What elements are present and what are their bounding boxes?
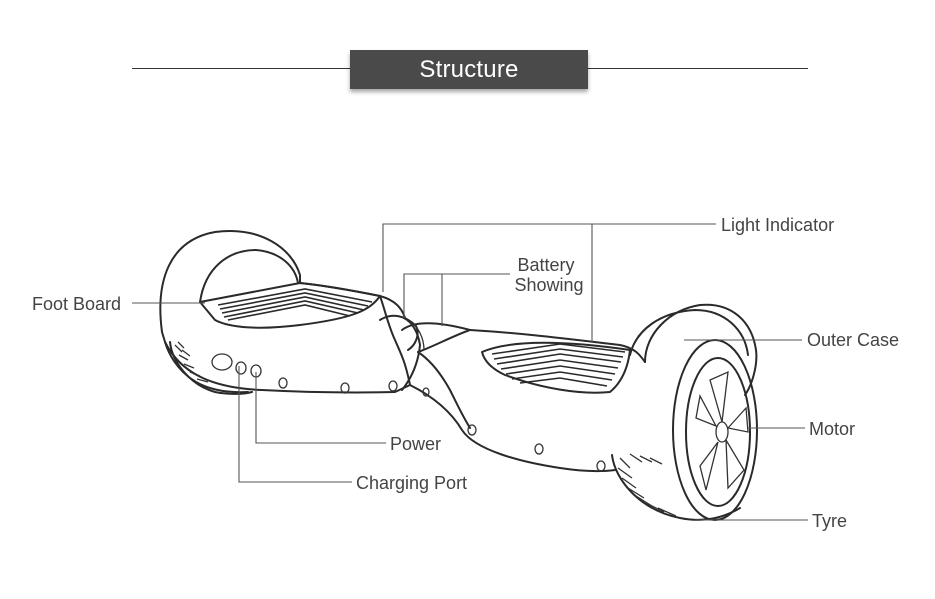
- right-wheel: [611, 339, 758, 521]
- right-body: [409, 303, 758, 473]
- left-holes: [211, 353, 398, 394]
- label-tyre: Tyre: [812, 511, 847, 531]
- leader-lines: [132, 223, 808, 521]
- right-holes: [422, 387, 606, 472]
- right-foot-board: [481, 341, 631, 394]
- label-power: Power: [390, 434, 441, 454]
- center-joint: [379, 295, 471, 391]
- left-tyre: [169, 341, 253, 395]
- label-battery-line1: Battery: [517, 255, 574, 275]
- section-title: Structure: [350, 50, 588, 89]
- label-foot-board: Foot Board: [32, 294, 121, 314]
- left-foot-board: [199, 282, 381, 329]
- label-charging-port: Charging Port: [356, 473, 467, 493]
- label-motor: Motor: [809, 419, 855, 439]
- label-light-indicator: Light Indicator: [721, 215, 834, 235]
- title-rule-right: [588, 68, 808, 69]
- label-outer-case: Outer Case: [807, 330, 899, 350]
- title-rule-left: [132, 68, 350, 69]
- label-battery-line2: Showing: [514, 275, 583, 295]
- left-body: [159, 230, 411, 394]
